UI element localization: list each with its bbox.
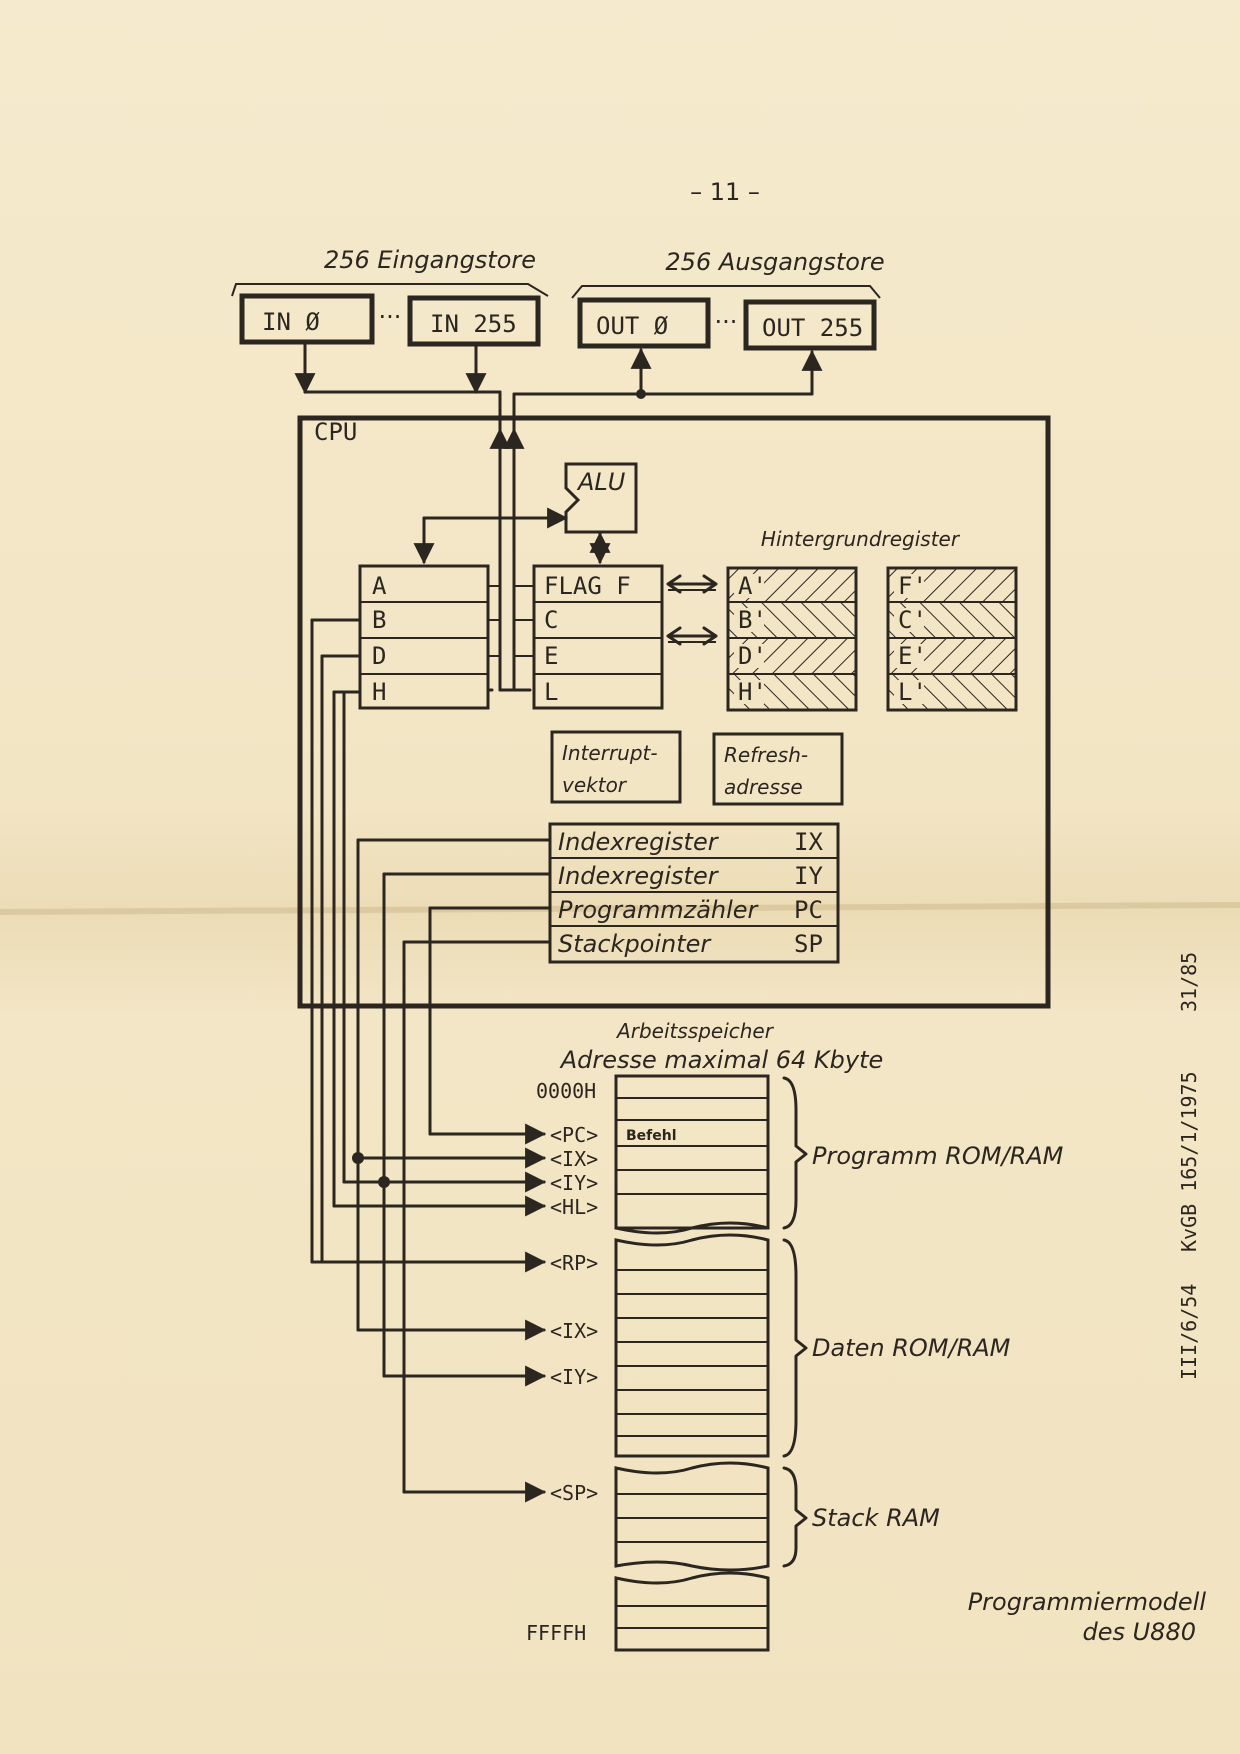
interrupt-vector-line-1: Interrupt- bbox=[562, 741, 658, 765]
side-note-code-3: 31/85 bbox=[1177, 952, 1201, 1012]
output-group-label: 256 Ausgangstore bbox=[665, 248, 884, 276]
register-d: D bbox=[372, 642, 386, 670]
pointer-pc: <PC> bbox=[550, 1123, 598, 1147]
pointer-ix-program: <IX> bbox=[550, 1147, 598, 1171]
stack-pointer-abbr: SP bbox=[794, 930, 823, 958]
register-file-main-right: FLAG F C E L bbox=[532, 564, 664, 710]
register-b-prime: B' bbox=[738, 606, 767, 634]
program-counter-abbr: PC bbox=[794, 896, 823, 924]
index-register-iy-abbr: IY bbox=[794, 862, 823, 890]
refresh-address-line-1: Refresh- bbox=[724, 743, 808, 767]
output-group-brace bbox=[571, 285, 881, 299]
interrupt-vector-register: Interrupt- vektor bbox=[550, 730, 682, 804]
pointer-iy-program: <IY> bbox=[550, 1171, 598, 1195]
register-h-prime: H' bbox=[738, 678, 767, 706]
index-register-ix-abbr: IX bbox=[794, 828, 823, 856]
program-counter-label: Programmzähler bbox=[558, 896, 760, 924]
io-ports: 256 Eingangstore 256 Ausgangstore IN Ø ·… bbox=[231, 246, 885, 351]
memory-stack-segment bbox=[614, 1461, 770, 1572]
interrupt-vector-line-2: vektor bbox=[562, 773, 628, 797]
register-c: C bbox=[544, 606, 558, 634]
paper-crease bbox=[0, 902, 1240, 915]
section-program-rom-ram: Programm ROM/RAM bbox=[812, 1142, 1064, 1170]
cpu-border bbox=[297, 415, 1051, 1009]
port-in-255 bbox=[407, 295, 541, 347]
register-l-prime: L' bbox=[898, 678, 927, 706]
page-number: – 11 – bbox=[690, 178, 760, 206]
refresh-address-line-2: adresse bbox=[724, 775, 803, 799]
memory-start-address: 0000H bbox=[536, 1079, 596, 1103]
port-in-0 bbox=[239, 293, 375, 345]
index-register-iy-label: Indexregister bbox=[558, 862, 720, 890]
caption-line-1: Programmiermodell bbox=[968, 1588, 1207, 1616]
output-ellipsis: ··· bbox=[715, 308, 738, 336]
caption-line-2: des U880 bbox=[1082, 1618, 1196, 1646]
register-e: E bbox=[544, 642, 558, 670]
register-flag-f: FLAG F bbox=[544, 572, 631, 600]
register-c-prime: C' bbox=[898, 606, 927, 634]
memory-data-segment bbox=[614, 1233, 770, 1458]
input-ellipsis: ··· bbox=[379, 303, 402, 331]
register-h: H bbox=[372, 678, 386, 706]
pointer-ix-data: <IX> bbox=[550, 1319, 598, 1343]
input-group-brace bbox=[231, 283, 549, 297]
register-b: B bbox=[372, 606, 386, 634]
alu-label: ALU bbox=[576, 468, 626, 496]
memory-subtitle: Adresse maximal 64 Kbyte bbox=[559, 1046, 884, 1074]
register-d-prime: D' bbox=[738, 642, 767, 670]
side-note-code-2: KvGB 165/1/1975 bbox=[1177, 1071, 1201, 1252]
register-f-prime: F' bbox=[898, 572, 927, 600]
section-data-rom-ram: Daten ROM/RAM bbox=[812, 1334, 1011, 1362]
memory-end-address: FFFFH bbox=[526, 1621, 586, 1645]
port-out-0-label: OUT Ø bbox=[596, 312, 669, 340]
register-file-main-left: A B D H bbox=[358, 564, 490, 710]
memory-top-segment bbox=[614, 1571, 770, 1652]
port-out-0 bbox=[577, 297, 711, 349]
memory-title: Arbeitsspeicher bbox=[615, 1019, 775, 1043]
register-e-prime: E' bbox=[898, 642, 927, 670]
input-group-label: 256 Eingangstore bbox=[324, 246, 536, 274]
memory-program-segment: Befehl bbox=[614, 1074, 770, 1235]
address-wiring bbox=[310, 618, 552, 1503]
main-memory: Arbeitsspeicher Adresse maximal 64 Kbyte… bbox=[526, 1019, 1064, 1652]
exchange-arrows bbox=[666, 574, 718, 646]
port-in-0-label: IN Ø bbox=[262, 308, 320, 336]
side-note: III/6/54 KvGB 165/1/1975 31/85 bbox=[1177, 952, 1201, 1380]
stack-pointer-label: Stackpointer bbox=[558, 930, 712, 958]
pointer-rp: <RP> bbox=[550, 1251, 598, 1275]
brace-stack bbox=[782, 1466, 808, 1568]
brace-program bbox=[782, 1076, 808, 1230]
port-out-255-label: OUT 255 bbox=[762, 314, 863, 342]
register-file-background-right: F' C' E' L' bbox=[886, 566, 1018, 712]
special-registers: Indexregister IX Indexregister IY Progra… bbox=[548, 822, 840, 964]
cpu-block: CPU ALU A B D H FLAG F C E L bbox=[297, 415, 1051, 1009]
refresh-address-register: Refresh- adresse bbox=[712, 732, 844, 806]
register-a-prime: A' bbox=[738, 572, 767, 600]
pointer-sp: <SP> bbox=[550, 1481, 598, 1505]
index-register-ix-label: Indexregister bbox=[558, 828, 720, 856]
cpu-label: CPU bbox=[314, 418, 357, 446]
register-a: A bbox=[372, 572, 387, 600]
section-stack-ram: Stack RAM bbox=[812, 1504, 940, 1532]
register-l: L bbox=[544, 678, 558, 706]
instruction-cell-label: Befehl bbox=[626, 1128, 677, 1144]
brace-data bbox=[782, 1238, 808, 1458]
pointer-iy-data: <IY> bbox=[550, 1365, 598, 1389]
side-note-code-1: III/6/54 bbox=[1177, 1284, 1201, 1380]
register-file-background-left: A' B' D' H' bbox=[726, 566, 858, 712]
background-registers-label: Hintergrundregister bbox=[761, 527, 961, 551]
port-in-255-label: IN 255 bbox=[430, 310, 517, 338]
pointer-hl: <HL> bbox=[550, 1195, 598, 1219]
port-out-255 bbox=[743, 299, 877, 351]
